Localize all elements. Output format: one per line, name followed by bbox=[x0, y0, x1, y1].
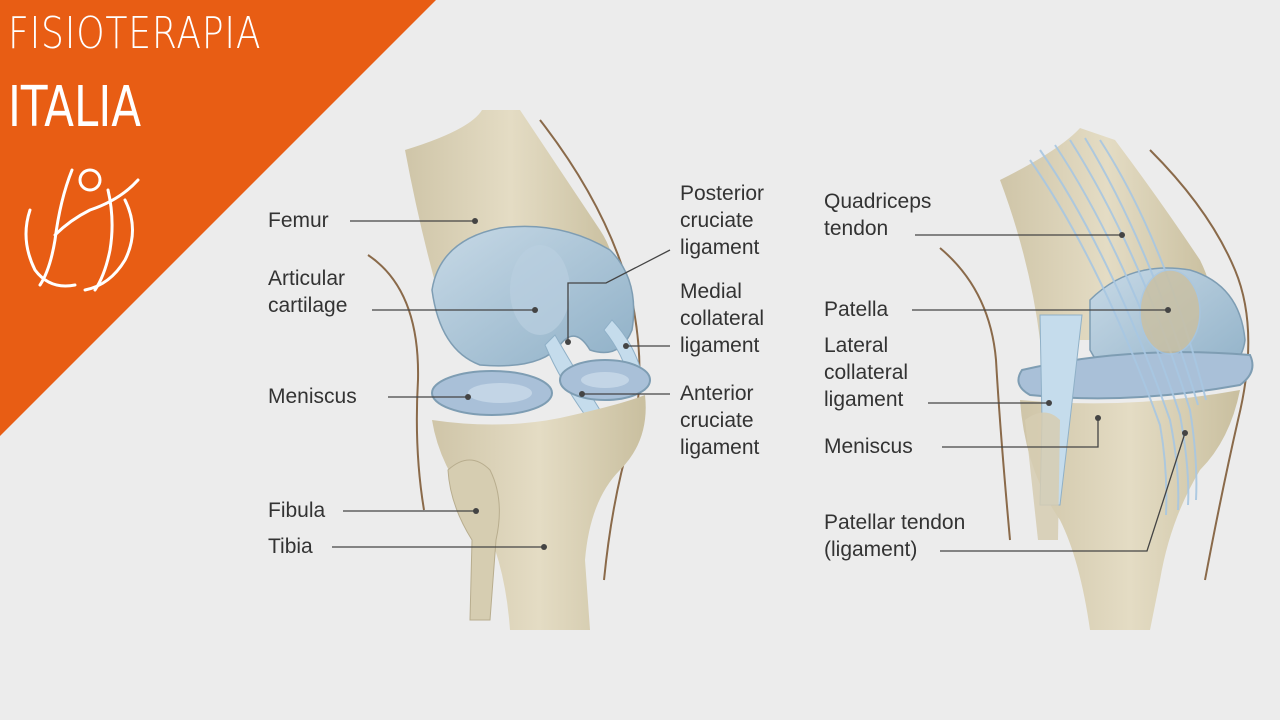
runner-figure-icon bbox=[24, 168, 140, 292]
label-fibula: Fibula bbox=[268, 499, 326, 522]
label-anterior-cruciate-line1: Anterior bbox=[680, 382, 754, 405]
label-meniscus-left: Meniscus bbox=[268, 385, 357, 408]
label-anterior-cruciate-ligament: Anterior cruciate ligament bbox=[680, 380, 759, 461]
label-tibia: Tibia bbox=[268, 535, 313, 558]
label-posterior-cruciate-ligament: Posterior cruciate ligament bbox=[680, 180, 764, 261]
leader-posterior-cruciate bbox=[567, 249, 671, 342]
label-articular-cartilage-line1: Articular bbox=[268, 267, 346, 290]
leader-lines bbox=[332, 220, 1186, 552]
label-articular-cartilage: Articular cartilage bbox=[268, 265, 347, 319]
label-quadriceps-tendon: Quadriceps tendon bbox=[824, 188, 931, 242]
label-lateral-collateral-line3: ligament bbox=[824, 388, 904, 411]
logo-orange-corner bbox=[0, 0, 436, 436]
leader-meniscus-right bbox=[942, 418, 1099, 448]
right-knee-illustration bbox=[939, 128, 1254, 630]
label-posterior-cruciate-line3: ligament bbox=[680, 236, 760, 259]
logo-text-fisioterapia: FISIOTERAPIA bbox=[8, 8, 262, 59]
label-quadriceps-line1: Quadriceps bbox=[824, 190, 932, 213]
label-medial-collateral-line3: ligament bbox=[680, 334, 760, 357]
label-posterior-cruciate-line2: cruciate bbox=[680, 209, 754, 232]
label-anterior-cruciate-line3: ligament bbox=[680, 436, 760, 459]
label-lateral-collateral-ligament: Lateral collateral ligament bbox=[824, 332, 908, 413]
label-articular-cartilage-line2: cartilage bbox=[268, 294, 348, 317]
left-skin-outline-lateral bbox=[539, 119, 641, 581]
left-meniscus-lateral-inner bbox=[581, 372, 629, 388]
left-fibula-bone bbox=[447, 459, 500, 621]
left-knee-illustration bbox=[367, 110, 651, 630]
label-patellar-tendon-line1: Patellar tendon bbox=[824, 511, 966, 534]
leader-patellar-tendon bbox=[940, 432, 1186, 552]
label-medial-collateral-line1: Medial bbox=[680, 280, 742, 303]
label-lateral-collateral-line2: collateral bbox=[824, 361, 909, 384]
leader-dots bbox=[465, 218, 1188, 550]
label-anterior-cruciate-line2: cruciate bbox=[680, 409, 754, 432]
left-meniscus-medial-inner bbox=[468, 383, 532, 403]
label-medial-collateral-line2: collateral bbox=[680, 307, 765, 330]
label-medial-collateral-ligament: Medial collateral ligament bbox=[680, 278, 764, 359]
label-patella: Patella bbox=[824, 298, 889, 321]
left-skin-outline-medial bbox=[367, 254, 425, 511]
label-quadriceps-line2: tendon bbox=[824, 217, 889, 240]
label-lateral-collateral-line1: Lateral bbox=[824, 334, 889, 357]
right-fibula-bone bbox=[1025, 412, 1060, 540]
left-tibia-bone bbox=[432, 395, 646, 630]
label-meniscus-right: Meniscus bbox=[824, 435, 913, 458]
right-skin-outline-anterior bbox=[1149, 149, 1250, 581]
label-patellar-tendon-line2: (ligament) bbox=[824, 538, 918, 561]
left-femur-condyle-highlight bbox=[510, 245, 570, 335]
label-femur: Femur bbox=[268, 209, 329, 232]
right-quadriceps-tendon-fibers bbox=[1029, 137, 1207, 516]
right-skin-outline-posterior bbox=[939, 247, 1011, 541]
label-patellar-tendon: Patellar tendon (ligament) bbox=[824, 509, 965, 563]
logo-text-italia: ITALIA bbox=[8, 75, 142, 140]
label-posterior-cruciate-line1: Posterior bbox=[680, 182, 765, 205]
